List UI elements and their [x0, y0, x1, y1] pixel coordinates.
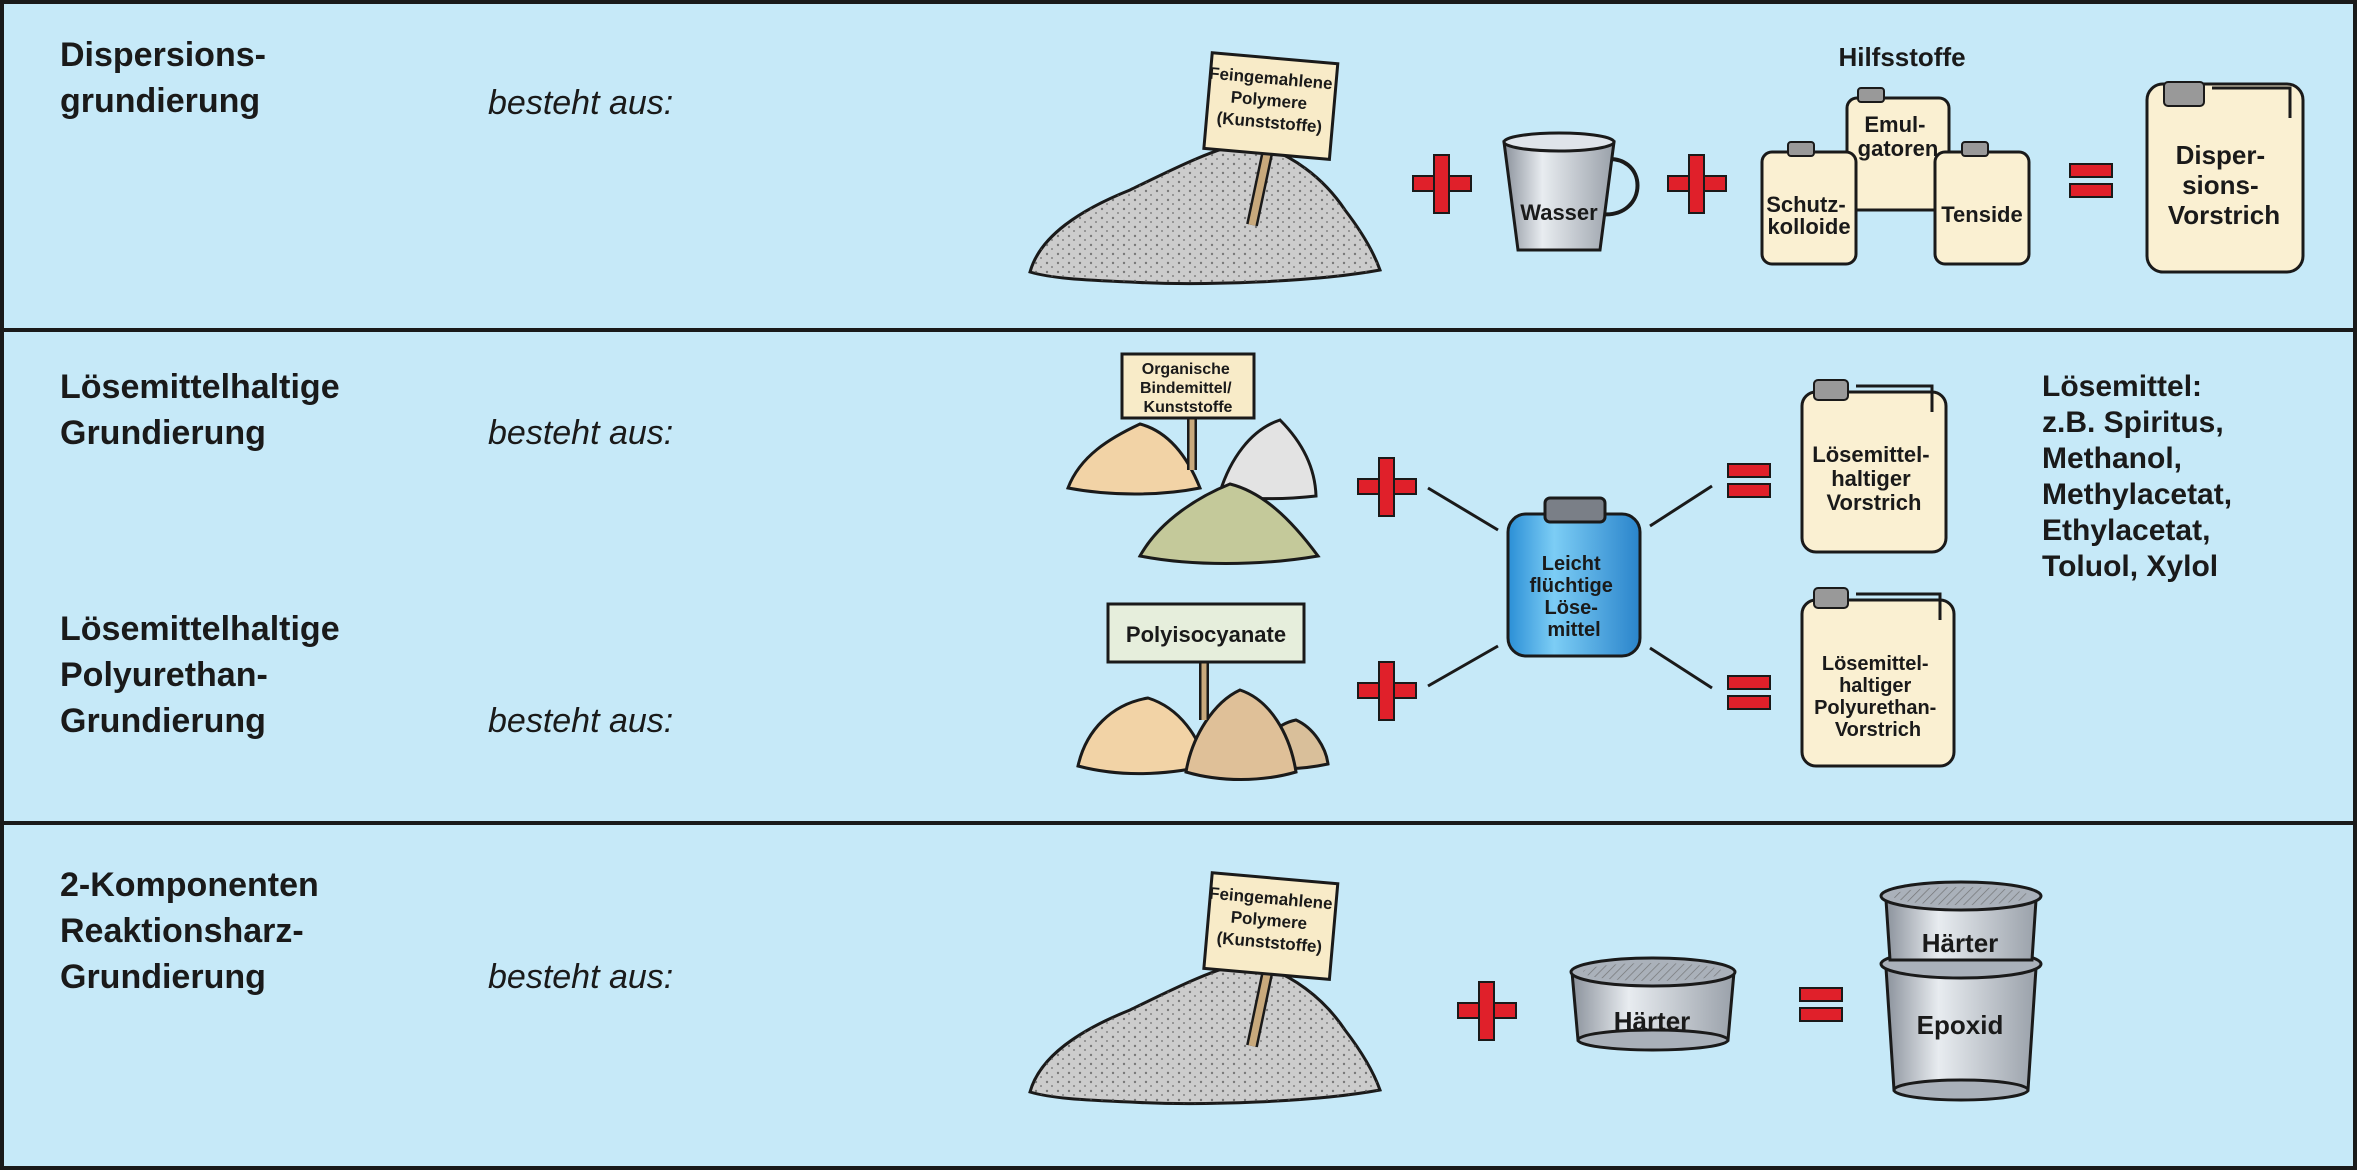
bucket-icon: Wasser [1502, 131, 1640, 252]
equals-sign [1799, 987, 1843, 1022]
section-solvent: Lösemittelhaltige Grundierung besteht au… [60, 352, 2240, 658]
pile-sign: Polyisocyanate [1126, 622, 1286, 647]
canister-icon: Lösemittel- haltiger Polyurethan- Vorstr… [1800, 587, 1956, 768]
equals-sign [1727, 463, 1771, 498]
plus-sign [1667, 154, 1727, 214]
section-subtitle: besteht aus: [488, 84, 673, 122]
plus-sign [1457, 981, 1517, 1041]
additive-emulgatoren-label: Emul- gatoren [1858, 112, 1939, 161]
stack-bottom-label: Epoxid [1917, 1010, 2004, 1040]
plus-sign [1357, 457, 1417, 517]
result-label: Disper- sions- Vorstrich [2168, 140, 2280, 230]
tub-label: Härter [1614, 1006, 1691, 1036]
connector-line [1649, 484, 1713, 528]
plus-sign [1412, 154, 1472, 214]
connector-line [1649, 646, 1713, 690]
additive-tenside-label: Tenside [1941, 202, 2023, 227]
result-label: Lösemittel- haltiger Polyurethan- Vorstr… [1814, 653, 1942, 741]
canister-icon: Tenside [1933, 141, 2031, 266]
bottle-label: Leicht flüchtige Löse- mittel [1530, 553, 1619, 641]
bottle-icon: Leicht flüchtige Löse- mittel [1506, 496, 1642, 658]
powder-pile-icon: Feingemahlene Polymere (Kunststoffe) [1028, 871, 1383, 1105]
canister-icon: Schutz- kolloide [1760, 141, 1858, 266]
stacked-containers-icon: Härter Epoxid [1879, 880, 2043, 1102]
connector-line [1427, 486, 1499, 532]
section-subtitle: besteht aus: [488, 414, 673, 452]
additive-schutzkolloide-label: Schutz- kolloide [1766, 192, 1852, 239]
stack-top-label: Härter [1922, 928, 1999, 958]
section-subtitle: besteht aus: [488, 958, 673, 996]
plus-sign [1357, 661, 1417, 721]
powder-pile-icon: Feingemahlene Polymere (Kunststoffe) [1028, 51, 1383, 285]
equals-sign [1727, 675, 1771, 710]
bucket-label: Wasser [1520, 200, 1598, 225]
section-title: Dispersions- grundierung [60, 36, 275, 120]
section-title: Lösemittelhaltige Polyurethan- Grundieru… [60, 610, 349, 740]
pile-sign: Organische Bindemittel/ Kunststoffe [1140, 361, 1236, 416]
section-reaction-resin: 2-Komponenten Reaktionsharz- Grundierung… [60, 866, 2043, 1105]
section-polyurethane: Lösemittelhaltige Polyurethan- Grundieru… [60, 587, 1956, 781]
powder-pile-icon: Organische Bindemittel/ Kunststoffe [1065, 352, 1321, 565]
section-title: Lösemittelhaltige Grundierung [60, 368, 349, 452]
canister-icon: Emul- gatoren [1845, 87, 1951, 212]
section-title: 2-Komponenten Reaktionsharz- Grundierung [60, 866, 328, 996]
result-label: Lösemittel- haltiger Vorstrich [1812, 442, 1935, 515]
solvent-list: Lösemittel: z.B. Spiritus, Methanol, Met… [2042, 370, 2240, 583]
powder-pile-icon: Polyisocyanate [1076, 602, 1330, 781]
connector-line [1427, 644, 1499, 688]
additives-title: Hilfsstoffe [1838, 42, 1965, 72]
equals-sign [2069, 163, 2113, 198]
section-subtitle: besteht aus: [488, 702, 673, 740]
tub-icon: Härter [1569, 956, 1737, 1052]
canister-icon: Lösemittel- haltiger Vorstrich [1800, 379, 1948, 554]
canister-icon: Disper- sions- Vorstrich [2145, 81, 2305, 274]
section-dispersion: Dispersions- grundierung besteht aus: Fe… [60, 36, 2305, 285]
